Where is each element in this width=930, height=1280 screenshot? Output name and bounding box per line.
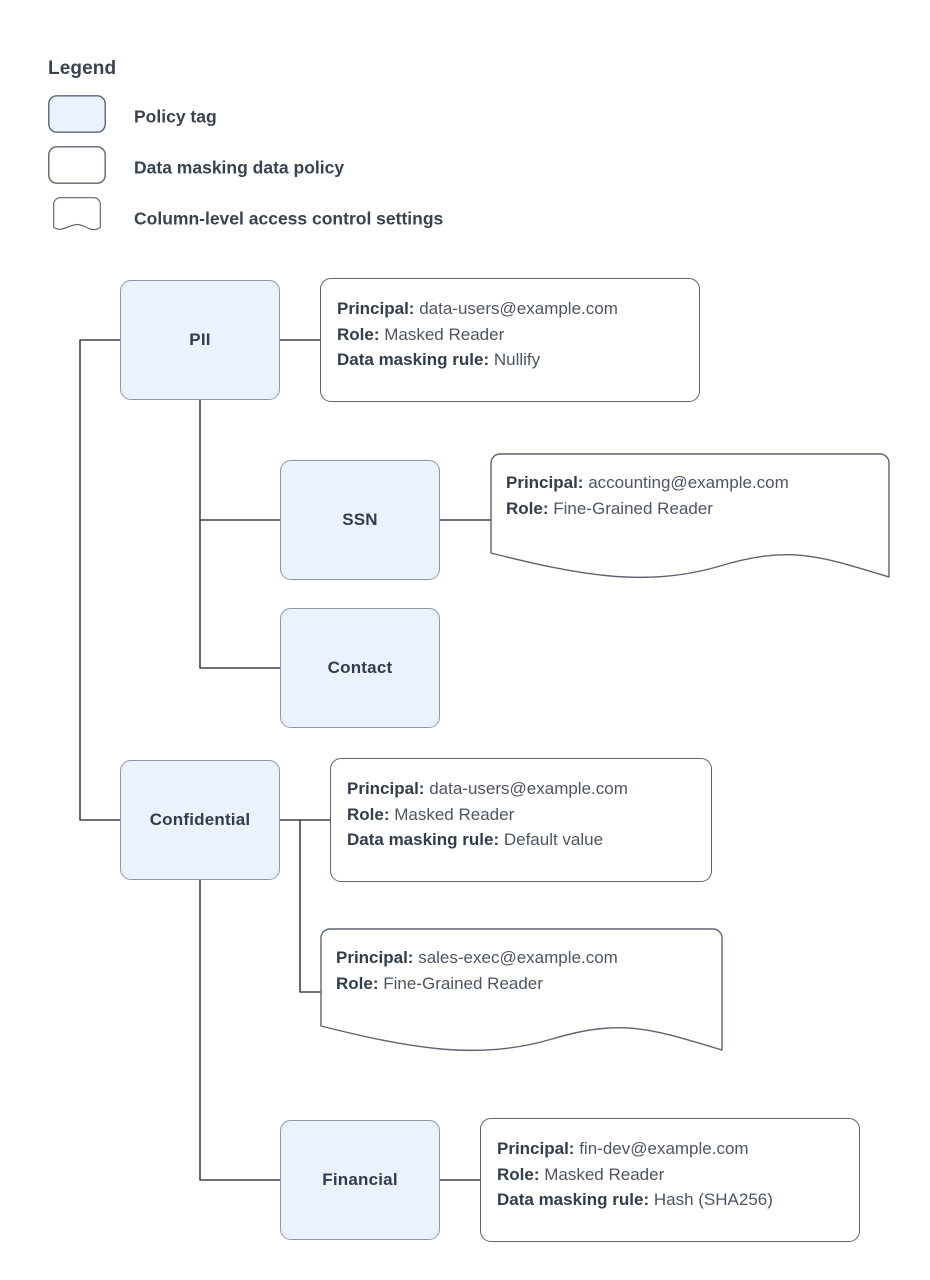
card-text-confidential-access: Principal: sales-exec@example.com Role: … [336,945,711,996]
connector-pii-to-contact [199,519,281,669]
card-key-principal: Principal: [347,779,425,798]
card-text-financial-policy: Principal: fin-dev@example.com Role: Mas… [497,1136,847,1213]
card-row-masking-rule: Data masking rule: Nullify [337,347,687,373]
card-value-masking-rule: Hash (SHA256) [653,1190,773,1209]
policy-tag-node-ssn[interactable]: SSN [280,460,440,580]
card-row-principal: Principal: accounting@example.com [506,470,878,496]
legend-swatch-column-access-control [53,197,101,231]
card-key-role: Role: [347,804,390,824]
policy-tag-label-pii: PII [189,330,211,349]
card-value-role: Fine-Grained Reader [383,973,543,993]
card-value-role: Masked Reader [394,804,515,824]
card-value-principal: data-users@example.com [429,779,628,798]
card-key-masking-rule: Data masking rule: [497,1190,650,1209]
card-value-role: Masked Reader [544,1164,665,1184]
card-row-principal: Principal: sales-exec@example.com [336,945,711,971]
card-key-role: Role: [336,973,379,993]
card-row-role: Role: Masked Reader [497,1162,847,1188]
policy-tag-node-financial[interactable]: Financial [280,1120,440,1240]
policy-tag-node-confidential[interactable]: Confidential [120,760,280,880]
legend-label-policy-tag: Policy tag [134,106,217,127]
card-row-masking-rule: Data masking rule: Hash (SHA256) [497,1187,847,1213]
policy-tag-label-contact: Contact [327,658,393,677]
card-row-principal: Principal: fin-dev@example.com [497,1136,847,1162]
card-value-role: Masked Reader [384,324,505,344]
card-value-role: Fine-Grained Reader [553,498,713,518]
policy-tag-label-financial: Financial [322,1170,398,1189]
policy-tag-node-contact[interactable]: Contact [280,608,440,728]
card-row-principal: Principal: data-users@example.com [337,296,687,322]
card-value-principal: accounting@example.com [588,473,789,492]
card-value-principal: sales-exec@example.com [418,948,618,967]
card-key-role: Role: [497,1164,540,1184]
access-control-card-ssn[interactable]: Principal: accounting@example.com Role: … [490,453,890,588]
legend-label-column-access-control: Column-level access control settings [134,208,444,229]
data-masking-policy-card-financial[interactable]: Principal: fin-dev@example.com Role: Mas… [480,1118,860,1242]
card-key-role: Role: [506,498,549,518]
card-key-principal: Principal: [506,473,584,492]
card-value-masking-rule: Nullify [493,350,541,369]
card-key-principal: Principal: [336,948,414,967]
card-row-role: Role: Fine-Grained Reader [506,496,878,522]
card-text-ssn-access: Principal: accounting@example.com Role: … [506,470,878,521]
connector-confidential-to-financial [199,879,281,1181]
data-masking-policy-card-pii[interactable]: Principal: data-users@example.com Role: … [320,278,700,402]
card-text-pii-policy: Principal: data-users@example.com Role: … [337,296,687,373]
access-control-card-confidential[interactable]: Principal: sales-exec@example.com Role: … [320,928,723,1061]
connector-spine-root [79,339,121,821]
card-row-principal: Principal: data-users@example.com [347,776,699,802]
card-key-masking-rule: Data masking rule: [337,350,490,369]
connector-confidential-to-access-card [299,819,321,993]
legend-swatch-data-masking-policy [48,146,106,184]
card-row-role: Role: Masked Reader [347,802,699,828]
card-value-principal: data-users@example.com [419,299,618,318]
card-key-principal: Principal: [337,299,415,318]
access-control-card-shape-confidential [320,928,723,1052]
legend-label-data-masking-policy: Data masking data policy [134,157,345,178]
card-key-masking-rule: Data masking rule: [347,830,500,849]
card-key-principal: Principal: [497,1139,575,1158]
legend-title: Legend [48,58,117,79]
connector-pii-to-ssn [199,399,281,521]
card-key-role: Role: [337,324,380,344]
card-row-role: Role: Fine-Grained Reader [336,971,711,997]
card-row-masking-rule: Data masking rule: Default value [347,827,699,853]
legend-swatch-policy-tag [48,95,106,133]
policy-tag-node-pii[interactable]: PII [120,280,280,400]
policy-tag-label-ssn: SSN [342,510,378,529]
policy-tag-label-confidential: Confidential [149,810,251,829]
card-text-confidential-policy: Principal: data-users@example.com Role: … [347,776,699,853]
data-masking-policy-card-confidential[interactable]: Principal: data-users@example.com Role: … [330,758,712,882]
card-row-role: Role: Masked Reader [337,322,687,348]
card-value-principal: fin-dev@example.com [579,1139,749,1158]
access-control-card-shape-ssn [490,453,890,579]
card-value-masking-rule: Default value [503,830,604,849]
